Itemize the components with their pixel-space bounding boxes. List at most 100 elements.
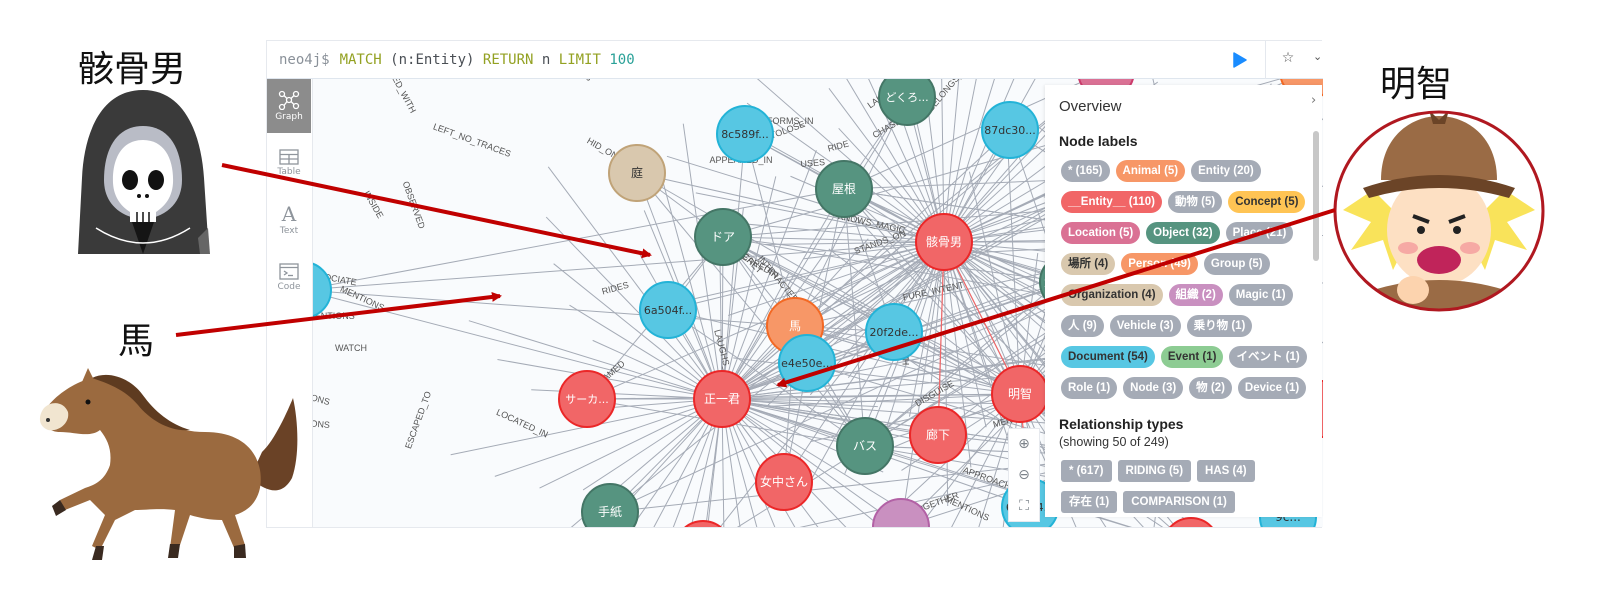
node-label-pill[interactable]: 組織 (2) bbox=[1168, 284, 1223, 306]
node-label-pill[interactable]: 乗り物 (1) bbox=[1186, 315, 1253, 337]
graph-node-d4[interactable]: 20f2de... bbox=[865, 303, 923, 361]
graph-node-yane[interactable]: 屋根 bbox=[815, 160, 873, 218]
zoom-out-icon[interactable]: ⊖ bbox=[1018, 466, 1030, 483]
run-query-button[interactable] bbox=[1229, 50, 1251, 70]
relationship-edge[interactable] bbox=[721, 398, 902, 527]
graph-node-jochu[interactable]: 女中さん bbox=[755, 453, 813, 511]
relationship-edge[interactable] bbox=[721, 150, 817, 400]
relationship-edge[interactable] bbox=[768, 393, 1021, 407]
node-label-pill[interactable]: Device (1) bbox=[1237, 377, 1307, 399]
sidebar-item-table[interactable]: Table bbox=[267, 136, 311, 190]
node-label-pill[interactable]: __Entity__ (110) bbox=[1061, 191, 1162, 213]
node-label-pill[interactable]: * (165) bbox=[1061, 160, 1110, 182]
relationship-edge[interactable] bbox=[943, 79, 970, 243]
graph-node-niwa[interactable]: 庭 bbox=[608, 144, 666, 202]
query-editor[interactable]: neo4j$ MATCH (n:Entity) RETURN n LIMIT 1… bbox=[267, 41, 1323, 79]
fit-screen-icon[interactable]: ⛶ bbox=[1019, 497, 1029, 514]
sidebar-item-code[interactable]: Code bbox=[267, 250, 311, 304]
relationship-type-pill[interactable]: RIDING (5) bbox=[1117, 460, 1192, 482]
node-label-pill[interactable]: Vehicle (3) bbox=[1109, 315, 1181, 337]
relationship-edge[interactable] bbox=[721, 398, 813, 527]
node-label-pill[interactable]: Role (1) bbox=[1061, 377, 1118, 399]
relationship-edge[interactable] bbox=[883, 393, 1021, 527]
relationship-edge[interactable] bbox=[918, 79, 945, 243]
relationship-type-pill[interactable]: 存在 (1) bbox=[1061, 491, 1118, 513]
node-label-pill[interactable]: Animal (5) bbox=[1115, 160, 1186, 182]
node-label-pill[interactable]: 場所 (4) bbox=[1061, 253, 1116, 275]
graph-node-d_left[interactable] bbox=[313, 262, 332, 318]
graph-node-d1[interactable]: 8c589f... bbox=[716, 105, 774, 163]
relationship-edge[interactable] bbox=[494, 398, 723, 477]
graph-node-rouka[interactable]: 廊下 bbox=[909, 406, 967, 464]
relationship-edge[interactable] bbox=[638, 398, 723, 527]
node-label-pill[interactable]: 動物 (5) bbox=[1167, 191, 1223, 213]
relationship-edge[interactable] bbox=[721, 398, 794, 527]
relationship-edge[interactable] bbox=[721, 398, 725, 527]
graph-node-dokuro[interactable]: どくろ... bbox=[878, 79, 936, 126]
node-label-pill[interactable]: Node (3) bbox=[1123, 377, 1184, 399]
node-label-pill[interactable]: Place (21) bbox=[1225, 222, 1294, 244]
graph-node-door[interactable]: ドア bbox=[694, 208, 752, 266]
relationship-edge[interactable] bbox=[940, 79, 945, 243]
node-label-pill[interactable]: 人 (9) bbox=[1061, 315, 1104, 337]
favorite-button[interactable]: ☆ bbox=[1277, 50, 1299, 70]
relationship-edge[interactable] bbox=[313, 188, 845, 290]
node-label-pill[interactable]: Magic (1) bbox=[1228, 284, 1293, 306]
node-label-pill[interactable]: Person (49) bbox=[1121, 253, 1198, 275]
node-label-pill[interactable]: 物 (2) bbox=[1189, 377, 1232, 399]
more-button[interactable]: ⌄ bbox=[1313, 50, 1323, 70]
relationship-type-pill[interactable]: HAS (4) bbox=[1197, 460, 1255, 482]
relationship-edge[interactable] bbox=[468, 320, 723, 400]
graph-node-gaikotsu[interactable]: 骸骨男 bbox=[915, 213, 973, 271]
relationship-edge[interactable] bbox=[721, 398, 905, 512]
relationship-type-pill[interactable]: COMPARISON (1) bbox=[1123, 491, 1235, 513]
relationship-edge[interactable] bbox=[569, 304, 723, 400]
relationship-edge[interactable] bbox=[497, 358, 723, 400]
sidebar-item-graph[interactable]: Graph bbox=[267, 79, 311, 133]
relationship-edge[interactable] bbox=[832, 79, 945, 243]
graph-node-shoichi[interactable]: 正一君 bbox=[693, 370, 751, 428]
graph-node-red_bottom[interactable] bbox=[675, 520, 731, 527]
relationship-edge[interactable] bbox=[667, 309, 866, 447]
graph-node-red_br[interactable] bbox=[1163, 517, 1219, 527]
relationship-edge[interactable] bbox=[826, 393, 1021, 527]
node-label-pill[interactable]: Document (54) bbox=[1061, 346, 1155, 368]
relationship-edge[interactable] bbox=[721, 133, 746, 400]
graph-node-d5[interactable]: e4e50e... bbox=[778, 334, 836, 392]
relationship-edge[interactable] bbox=[313, 241, 945, 290]
node-label-pill[interactable]: Concept (5) bbox=[1228, 191, 1306, 213]
node-label-pill[interactable]: Entity (20) bbox=[1191, 160, 1261, 182]
node-label-pill[interactable]: Object (32) bbox=[1146, 222, 1220, 244]
node-label-pill[interactable]: Event (1) bbox=[1160, 346, 1224, 368]
relationship-edge[interactable] bbox=[697, 398, 723, 527]
sidebar-item-text[interactable]: A Text bbox=[267, 193, 311, 247]
graph-node-saakasu[interactable]: サーカ... bbox=[558, 370, 616, 428]
graph-node-tegami[interactable]: 手紙 bbox=[581, 483, 639, 527]
relationship-edge[interactable] bbox=[586, 393, 1021, 400]
graph-node-akechi[interactable]: 明智 bbox=[991, 365, 1049, 423]
node-label-pill[interactable]: Location (5) bbox=[1061, 222, 1141, 244]
panel-scrollbar[interactable] bbox=[1313, 131, 1319, 261]
graph-node-d2[interactable]: 87dc30... bbox=[981, 101, 1039, 159]
graph-node-bus[interactable]: バス bbox=[836, 417, 894, 475]
cypher-query[interactable]: MATCH (n:Entity) RETURN n LIMIT 100 bbox=[340, 52, 635, 68]
node-label-pill[interactable]: Organization (4) bbox=[1061, 284, 1163, 306]
relationship-edge[interactable] bbox=[553, 263, 723, 400]
relationship-edge[interactable] bbox=[682, 123, 723, 400]
node-label-pill[interactable]: イベント (1) bbox=[1229, 346, 1307, 368]
relationship-edge[interactable] bbox=[552, 398, 723, 527]
relationship-edge[interactable] bbox=[721, 398, 918, 527]
relationship-edge[interactable] bbox=[658, 166, 723, 400]
relationship-edge[interactable] bbox=[660, 398, 723, 527]
relationship-type-pill[interactable]: * (617) bbox=[1061, 460, 1112, 482]
relationship-edge[interactable] bbox=[721, 398, 922, 527]
relationship-edge[interactable] bbox=[721, 176, 777, 400]
relationship-edge[interactable] bbox=[933, 393, 1021, 527]
collapse-panel-button[interactable]: › bbox=[1311, 93, 1316, 108]
graph-node-d3[interactable]: 6a504f... bbox=[639, 281, 697, 339]
node-label-pill[interactable]: Group (5) bbox=[1203, 253, 1270, 275]
zoom-in-icon[interactable]: ⊕ bbox=[1018, 436, 1030, 453]
graph-node-purple[interactable] bbox=[872, 498, 930, 527]
relationship-edge[interactable] bbox=[539, 398, 723, 489]
relationship-edge[interactable] bbox=[598, 398, 723, 527]
